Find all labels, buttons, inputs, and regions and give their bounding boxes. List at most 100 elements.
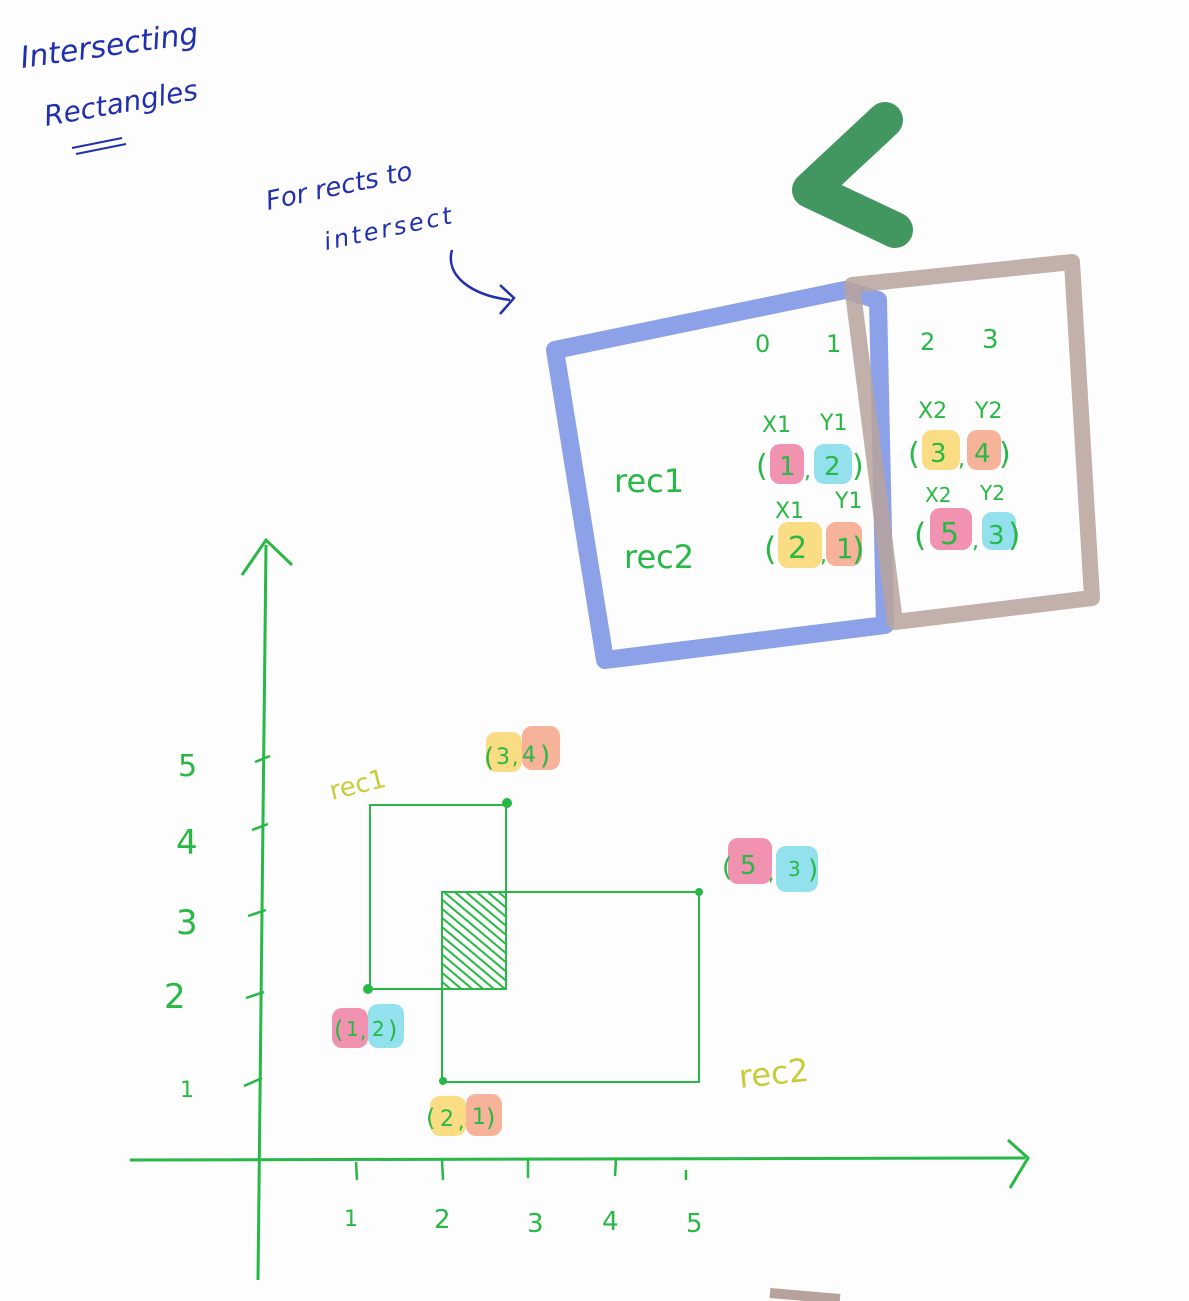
- note-line-2: intersect: [321, 201, 457, 256]
- x-tick-label: 3: [527, 1209, 544, 1239]
- point-x: 3: [496, 745, 510, 770]
- y-tick-label: 2: [164, 977, 186, 1017]
- header-x1: X1: [775, 499, 804, 524]
- index-1: 1: [826, 330, 841, 358]
- paren-open: (: [722, 853, 732, 883]
- rec2-bottom-left-point: [439, 1077, 447, 1085]
- paren-close: ): [808, 855, 818, 885]
- highlight-peach: [522, 726, 560, 770]
- rec1-bottom-left-point: [363, 984, 373, 994]
- x-tick-label: 2: [434, 1205, 451, 1235]
- header-y2: Y2: [979, 481, 1005, 505]
- highlight-y2: [967, 430, 1001, 470]
- rec2-label: rec2: [737, 1051, 811, 1096]
- comma: ,: [972, 529, 979, 554]
- note-arrow-head: [499, 284, 516, 315]
- note-arrow: [449, 249, 511, 302]
- highlight-y1: [814, 444, 852, 484]
- paren-open: (: [764, 530, 776, 568]
- page-title: Intersecting Rectangles: [18, 16, 201, 155]
- coordinate-graph: 1 2 3 4 5 1 2 3 4 5 rec1 rec2 ( 3: [129, 537, 1030, 1281]
- highlight-peach: [466, 1094, 502, 1136]
- highlight-yellow: [430, 1096, 466, 1136]
- index-2: 2: [920, 328, 935, 356]
- paren-open: (: [426, 1104, 435, 1132]
- header-y1: Y1: [834, 489, 862, 514]
- table-row-rec2: rec2 X1 Y1 X2 Y2 ( 2 , 1 ) ( 5 , 3 ): [624, 481, 1020, 576]
- point-y: 3: [788, 857, 801, 881]
- paren-close: ): [852, 449, 864, 484]
- y-axis-arrow: [240, 537, 294, 576]
- x-tick-marks: [354, 1157, 688, 1181]
- header-y2: Y2: [974, 399, 1002, 424]
- y-tick-label: 4: [176, 823, 198, 863]
- highlight-yellow: [486, 732, 522, 772]
- point-x: 2: [440, 1107, 454, 1132]
- rec2-table-box: [844, 254, 1100, 630]
- index-0: 0: [755, 330, 770, 358]
- paren-close: ): [388, 1016, 397, 1044]
- paren-close: ): [1008, 516, 1020, 554]
- paren-open: (: [756, 449, 768, 484]
- intersection-area: [441, 891, 507, 990]
- table-indices: 0 1 2 3: [755, 325, 999, 358]
- y-tick-label: 5: [178, 749, 197, 784]
- highlight-cyan: [368, 1004, 404, 1048]
- paren-close: ): [540, 741, 550, 771]
- header-x1: X1: [762, 413, 791, 438]
- highlight-x1: [778, 522, 822, 568]
- comma: ,: [820, 543, 827, 568]
- highlight-pink: [332, 1008, 368, 1048]
- x-tick-label: 1: [344, 1207, 358, 1232]
- header-y1: Y1: [819, 411, 847, 436]
- x-axis-ticks: 1 2 3 4 5: [344, 1157, 703, 1239]
- point-y: 1: [472, 1105, 486, 1130]
- title-line-1: Intersecting: [18, 16, 200, 76]
- y-tick-label: 1: [180, 1078, 194, 1103]
- paren-close: ): [999, 437, 1011, 472]
- point-x: 5: [740, 851, 757, 881]
- row-label-rec2: rec2: [624, 538, 694, 576]
- highlight-x2: [922, 430, 960, 470]
- highlight-pink: [728, 838, 772, 884]
- header-x2: X2: [925, 483, 951, 507]
- comma: ,: [512, 745, 518, 769]
- paren-open: (: [484, 743, 494, 773]
- partial-box-edge: [769, 1288, 841, 1301]
- point-x: 1: [346, 1017, 359, 1041]
- value-x2: 3: [930, 439, 947, 469]
- paren-close: ): [486, 1104, 495, 1132]
- title-line-2: Rectangles: [41, 73, 200, 132]
- rec1-label: rec1: [326, 764, 389, 807]
- row-label-rec1: rec1: [614, 462, 684, 500]
- point-label-rec2-top-right: ( 5 , 3 ): [722, 838, 818, 892]
- point-label-rec1-bottom-left: ( 1 , 2 ): [332, 1004, 404, 1048]
- paren-open: (: [914, 516, 926, 554]
- y-axis-ticks: 1 2 3 4 5: [164, 749, 271, 1103]
- point-y: 4: [522, 743, 536, 768]
- value-y1: 1: [836, 532, 854, 565]
- note-line-1: For rects to: [263, 157, 415, 217]
- rec1-top-right-point: [502, 798, 512, 808]
- value-y1: 2: [824, 452, 841, 482]
- less-than-icon: [792, 102, 913, 248]
- highlight-x1: [770, 444, 804, 484]
- point-y: 2: [372, 1017, 385, 1041]
- y-tick-marks: [243, 754, 271, 1088]
- index-3: 3: [982, 325, 999, 355]
- x-axis-arrow: [1006, 1138, 1030, 1189]
- rec2-top-right-point: [695, 888, 703, 896]
- value-y2: 4: [974, 439, 991, 469]
- x-axis: [129, 1156, 1026, 1162]
- intersect-note: For rects to intersect: [263, 157, 516, 315]
- highlight-y1: [826, 522, 862, 566]
- value-y2: 3: [988, 521, 1005, 551]
- highlight-y2: [982, 512, 1016, 550]
- point-label-rec1-top-right: ( 3 , 4 ): [484, 726, 560, 773]
- value-x2: 5: [940, 517, 959, 552]
- paren-open: (: [908, 437, 920, 472]
- highlight-x2: [930, 508, 972, 550]
- comma: ,: [360, 1019, 366, 1043]
